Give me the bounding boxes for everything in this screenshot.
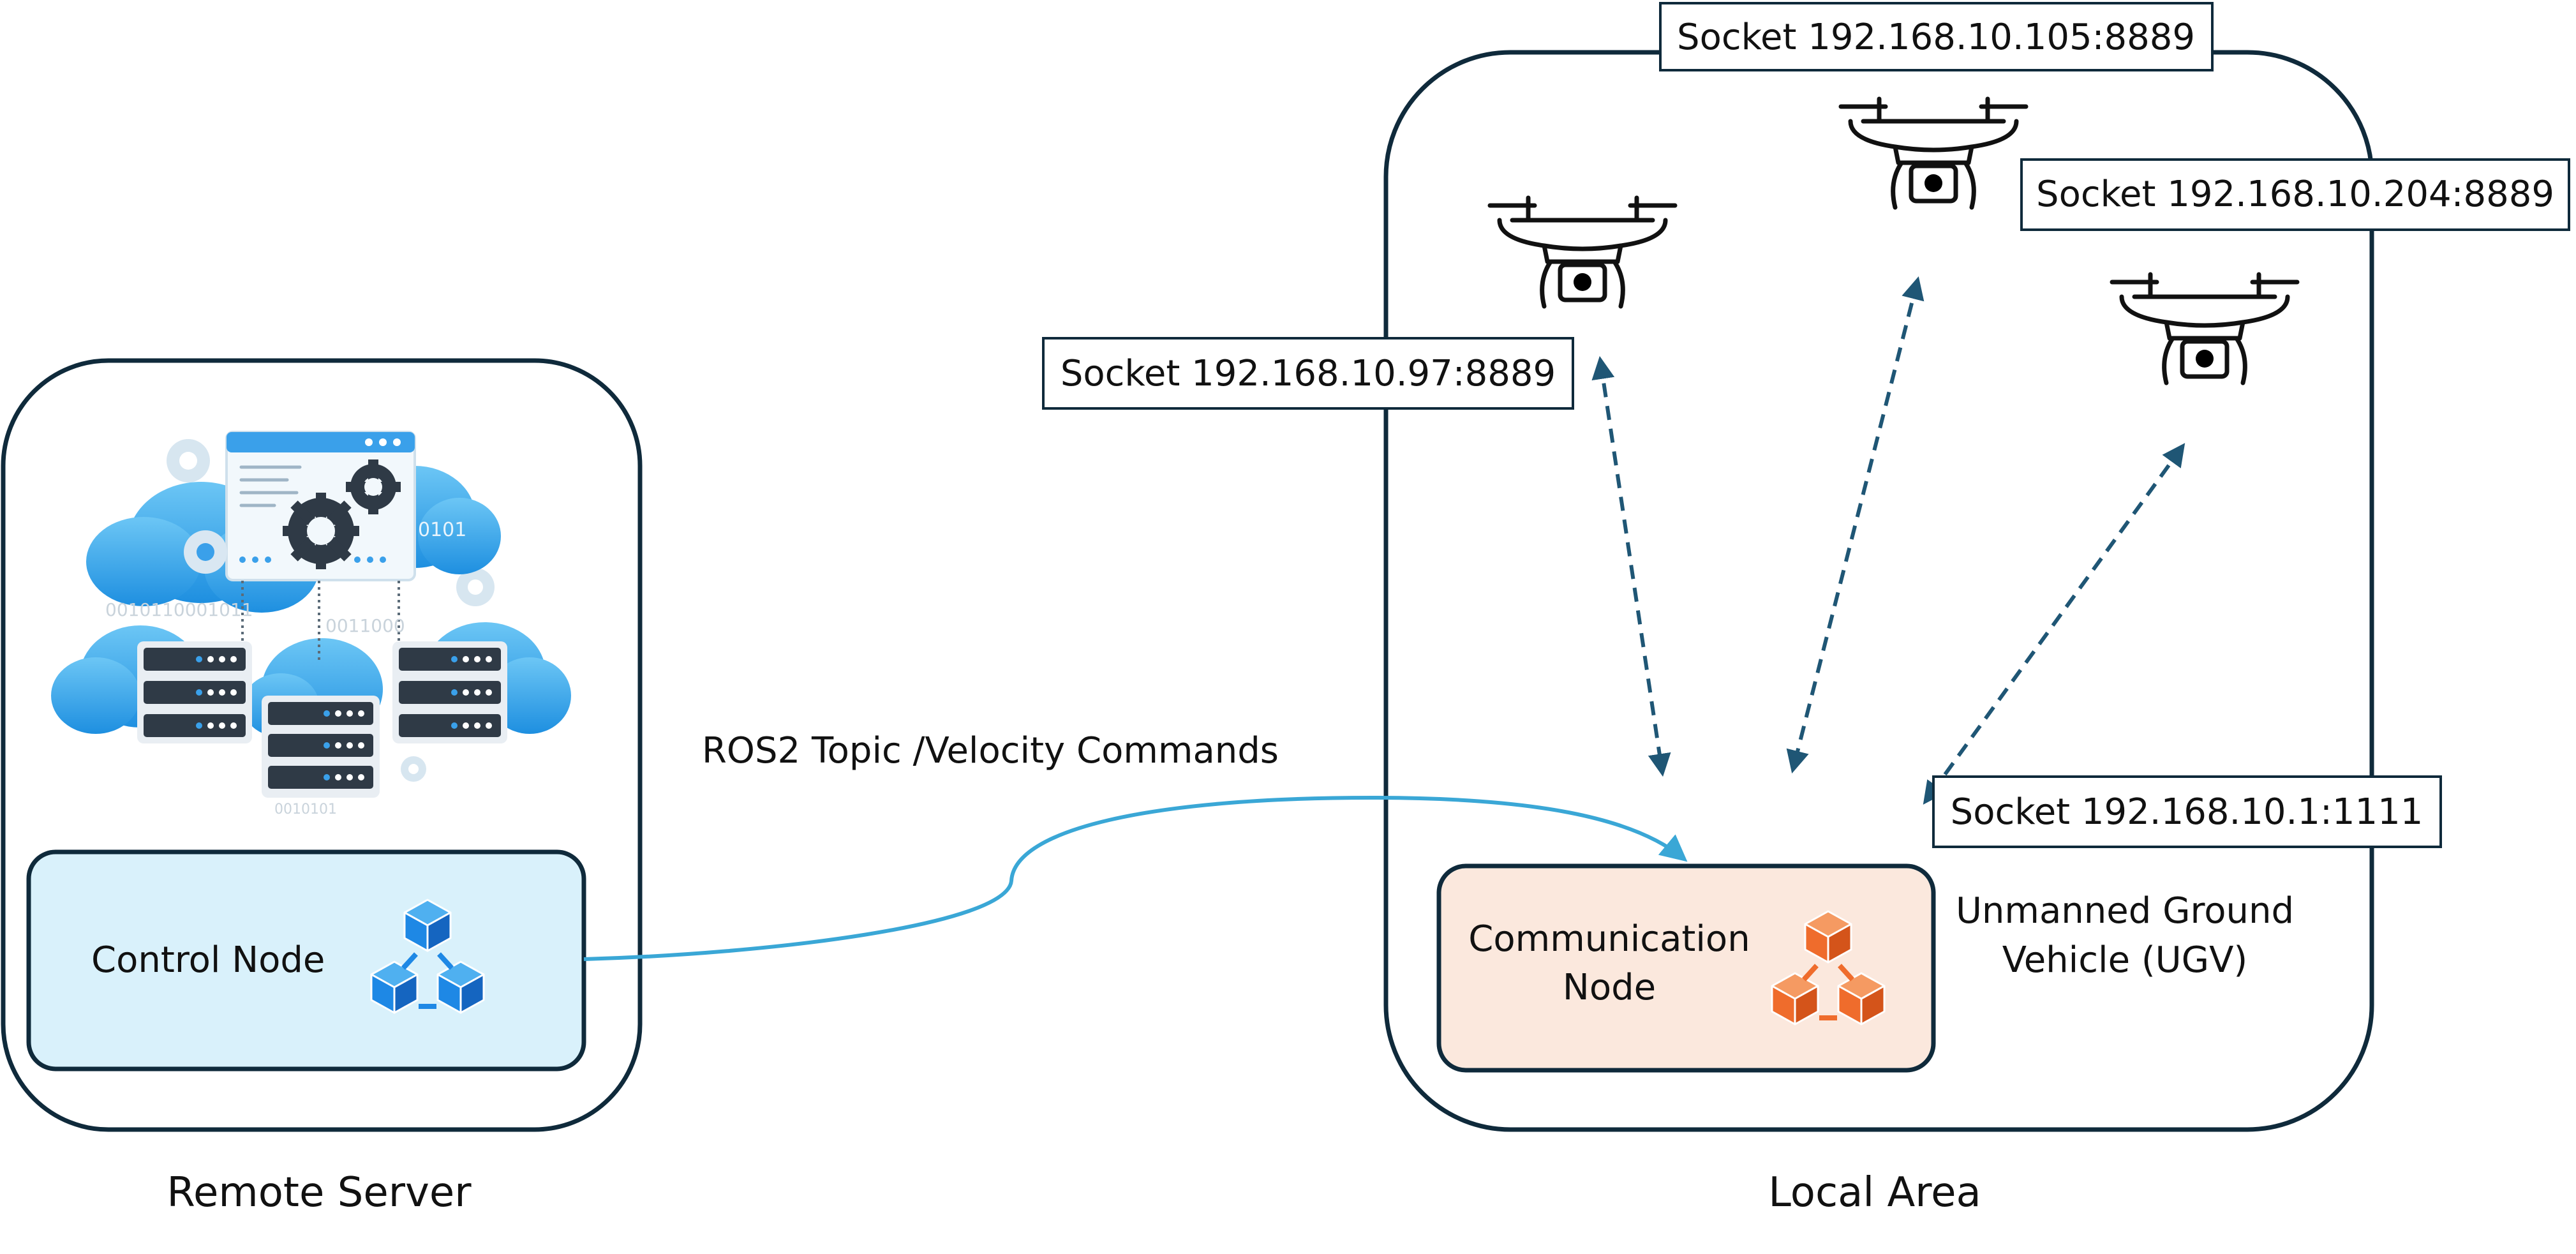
drone-icon-right: [2110, 272, 2300, 385]
server-rack-right: [392, 641, 507, 743]
socket-label-drone-right: Socket 192.168.10.204:8889: [2020, 158, 2570, 231]
cube-network-icon: [370, 899, 485, 1014]
socket-label-drone-top: Socket 192.168.10.105:8889: [1659, 2, 2214, 71]
socket-text-drone-right: Socket 192.168.10.204:8889: [2036, 174, 2554, 215]
communication-node-box: [1436, 863, 1936, 1073]
ros2-topic-label: ROS2 Topic /Velocity Commands: [702, 730, 1279, 772]
communication-node-label-line2: Node: [1563, 967, 1656, 1008]
communication-node-label-line1: Communication: [1468, 918, 1750, 960]
server-rack-left: [137, 641, 252, 743]
socket-link-drone-top: [1786, 276, 1925, 773]
socket-link-drone-right: [1923, 443, 2185, 805]
drone-icon-left: [1487, 195, 1678, 309]
socket-label-drone-left: Socket 192.168.10.97:8889: [1042, 337, 1574, 410]
ugv-label-line2: Vehicle (UGV): [2002, 939, 2247, 981]
socket-label-ugv: Socket 192.168.10.1:1111: [1932, 775, 2442, 848]
binary-text-left: 0010110001011: [105, 599, 253, 620]
local-area-caption: Local Area: [1768, 1169, 1981, 1216]
server-rack-center: [262, 696, 380, 798]
cloud-server-illustration: 0101 0010110001011 0011000 0010101: [51, 431, 571, 817]
socket-text-drone-left: Socket 192.168.10.97:8889: [1061, 353, 1556, 394]
remote-server-caption: Remote Server: [167, 1169, 472, 1216]
socket-link-drone-left: [1591, 355, 1671, 777]
binary-text-right: 0101: [418, 519, 466, 541]
control-node-label: Control Node: [91, 939, 325, 981]
socket-text-drone-top: Socket 192.168.10.105:8889: [1677, 17, 2195, 58]
cube-network-icon-orange: [1771, 910, 1886, 1026]
ros2-topic-link: [583, 795, 1688, 961]
control-node-box: [26, 849, 586, 1071]
socket-text-ugv: Socket 192.168.10.1:1111: [1951, 791, 2423, 833]
drone-icon-top: [1838, 96, 2029, 210]
binary-text-mid: 0011000: [325, 615, 405, 636]
binary-text-bottom: 0010101: [274, 802, 337, 817]
ugv-label-line1: Unmanned Ground: [1956, 890, 2294, 932]
